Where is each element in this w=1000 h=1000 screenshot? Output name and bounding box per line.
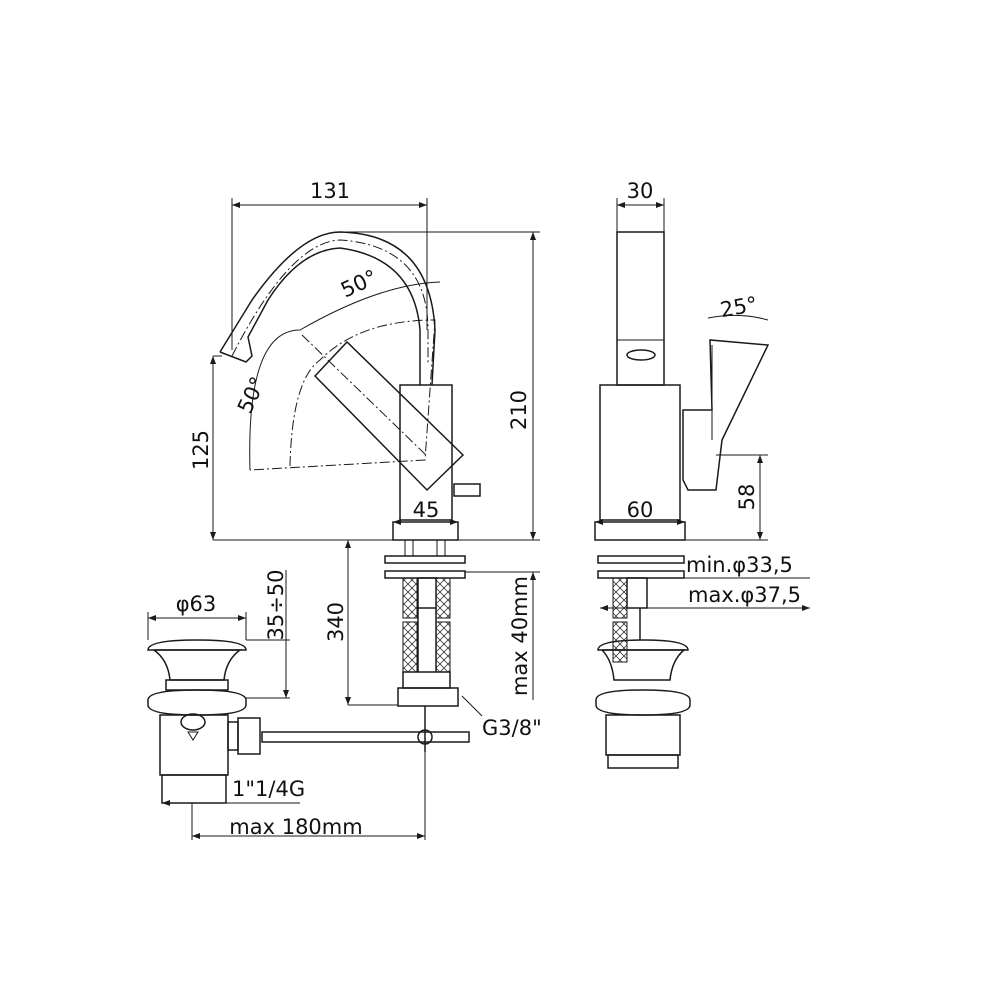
drain-side xyxy=(595,639,691,769)
dim-phi63: φ63 xyxy=(176,592,217,616)
dim-131: 131 xyxy=(310,179,350,203)
supply-hoses-side xyxy=(597,555,685,663)
dim-35-50: 35÷50 xyxy=(264,569,288,640)
aerator xyxy=(626,349,656,361)
dim-58: 58 xyxy=(735,484,759,511)
horizontal-rod xyxy=(261,731,470,743)
front-view xyxy=(147,231,481,804)
supply-hoses xyxy=(384,539,466,707)
dim-45: 45 xyxy=(413,498,440,522)
dim-50deg-top: 50° xyxy=(337,265,381,302)
base-plate xyxy=(392,521,459,541)
dim-max-40mm: max 40mm xyxy=(508,576,532,696)
handle xyxy=(313,340,465,492)
dimension-labels: 131 50° 50° 210 125 45 340 max 40mm G3/8… xyxy=(176,179,801,839)
dim-50deg-left: 50° xyxy=(233,373,270,417)
dim-30: 30 xyxy=(627,179,654,203)
dim-g3-8: G3/8" xyxy=(482,716,542,740)
dim-125: 125 xyxy=(189,430,213,470)
dim-60: 60 xyxy=(627,498,654,522)
base-plate-side xyxy=(594,521,686,541)
dim-drain-thread: 1"1/4G xyxy=(232,777,305,801)
dim-hole-min: min.φ33,5 xyxy=(686,553,793,577)
dim-25deg: 25° xyxy=(718,292,759,322)
dim-max-180mm: max 180mm xyxy=(229,815,362,839)
dim-210: 210 xyxy=(507,390,531,430)
rod-clamp xyxy=(417,729,433,745)
drain-front xyxy=(147,639,261,804)
spout-side xyxy=(616,231,665,386)
dim-hole-max: max.φ37,5 xyxy=(688,583,801,607)
pop-up-knob xyxy=(453,483,481,497)
dimension-lines xyxy=(147,198,810,840)
lever-side xyxy=(682,339,770,491)
rotation-arc-outer xyxy=(249,281,441,471)
dim-340: 340 xyxy=(324,602,348,642)
